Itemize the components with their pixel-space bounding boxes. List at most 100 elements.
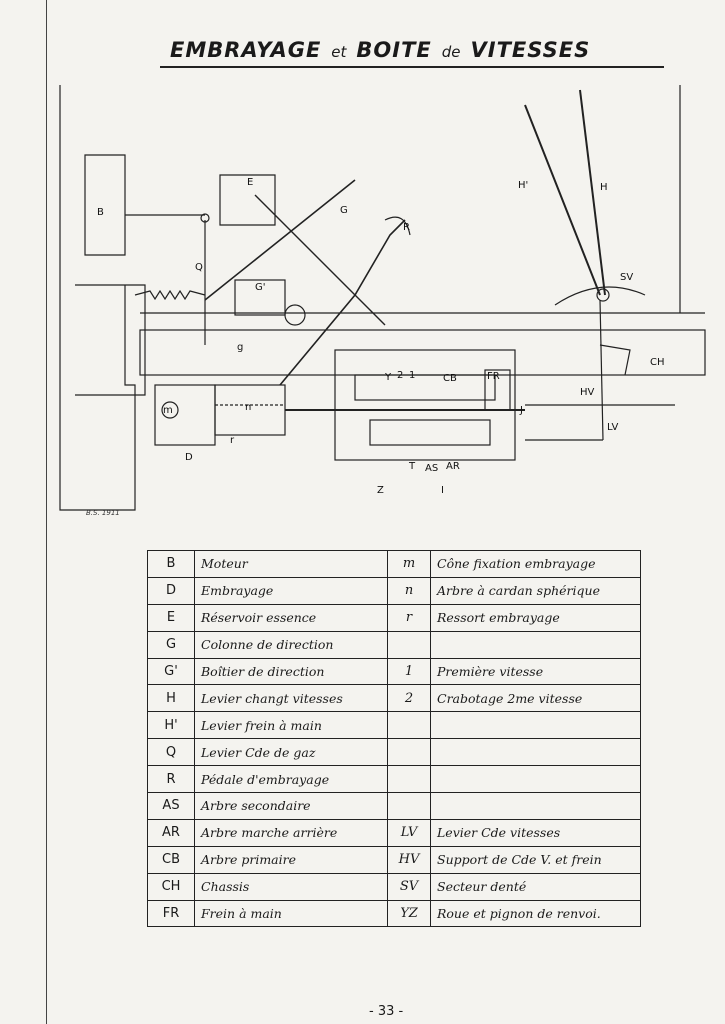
- legend-code2-cell: [387, 765, 431, 794]
- page-number: - 33 -: [369, 1004, 404, 1019]
- label-HV: HV: [580, 387, 595, 398]
- label-AS: AS: [425, 463, 438, 474]
- legend-desc-cell: Levier frein à main: [194, 711, 388, 740]
- legend-code-cell: AR: [147, 818, 195, 847]
- technical-drawing: B E G Q G' g R H' H SV CH HV LV J m n r …: [59, 85, 706, 511]
- label-2: 2: [397, 370, 403, 381]
- fuel-tank-bracket: [219, 174, 276, 226]
- legend-code-cell: E: [147, 603, 195, 632]
- label-T: T: [408, 461, 416, 472]
- legend-code-cell: FR: [147, 899, 195, 928]
- lever-support-HV: [599, 344, 631, 376]
- title-word-vitesses: VITESSES: [470, 38, 591, 62]
- legend-code2-cell: YZ: [387, 899, 431, 928]
- legend-code2-cell: [387, 630, 431, 659]
- legend-code2-cell: m: [387, 550, 431, 578]
- label-m: m: [163, 405, 173, 416]
- label-LV: LV: [607, 422, 618, 433]
- legend-desc-cell: Arbre primaire: [194, 845, 388, 874]
- legend-code-cell: G': [147, 657, 195, 686]
- label-I: I: [441, 485, 444, 496]
- legend-desc-cell: Moteur: [194, 550, 388, 578]
- draftsman-signature: B.S. 1911: [86, 509, 120, 517]
- page-margin-line: [46, 0, 47, 1024]
- label-D: D: [185, 452, 193, 463]
- label-Q: Q: [195, 262, 203, 273]
- legend-desc2-cell: Cône fixation embrayage: [430, 550, 641, 578]
- legend-desc-cell: Colonne de direction: [194, 630, 388, 659]
- legend-desc-cell: Frein à main: [194, 899, 388, 928]
- legend-code2-cell: [387, 711, 431, 740]
- steering-box: [234, 279, 286, 316]
- legend-desc2-cell: Support de Cde V. et frein: [430, 845, 641, 874]
- legend-desc2-cell: [430, 765, 641, 794]
- legend-desc2-cell: Ressort embrayage: [430, 603, 641, 632]
- legend-code-cell: R: [147, 765, 195, 794]
- legend-desc-cell: Boîtier de direction: [194, 657, 388, 686]
- label-FR: FR: [487, 371, 500, 382]
- legend-code-cell: B: [147, 550, 195, 578]
- label-Y: Y: [384, 372, 392, 383]
- label-n: n: [245, 402, 251, 413]
- legend-code2-cell: r: [387, 603, 431, 632]
- primary-gear-train: [354, 374, 496, 401]
- legend-desc-cell: Réservoir essence: [194, 603, 388, 632]
- engine-block-shape: [84, 154, 126, 256]
- legend-desc2-cell: [430, 792, 641, 820]
- legend-code2-cell: 1: [387, 657, 431, 686]
- legend-code2-cell: LV: [387, 818, 431, 847]
- clutch-cone-m: [161, 401, 179, 419]
- label-SV: SV: [620, 272, 633, 283]
- legend-code-cell: Q: [147, 738, 195, 767]
- legend-desc-cell: Pédale d'embrayage: [194, 765, 388, 794]
- lever-pivot: [596, 288, 610, 302]
- engine-outline: [59, 85, 136, 511]
- legend-desc-cell: Chassis: [194, 872, 388, 901]
- legend-desc-cell: Levier Cde de gaz: [194, 738, 388, 767]
- throttle-pivot: [200, 213, 210, 223]
- legend-code2-cell: [387, 792, 431, 820]
- label-Z: Z: [377, 485, 384, 496]
- title-underline: [160, 66, 664, 68]
- label-r: r: [230, 435, 235, 446]
- legend-code2-cell: [387, 738, 431, 767]
- throttle-spring: [134, 289, 206, 301]
- legend-code-cell: H: [147, 684, 195, 713]
- gearbox-casing: [334, 349, 516, 461]
- legend-code2-cell: 2: [387, 684, 431, 713]
- label-J: J: [519, 405, 523, 416]
- legend-desc2-cell: Secteur denté: [430, 872, 641, 901]
- legend-desc-cell: Levier changt vitesses: [194, 684, 388, 713]
- label-G: G: [340, 205, 348, 216]
- label-H-prime: H': [518, 180, 528, 191]
- gear-control-lever-LV: [599, 299, 604, 441]
- legend-code-cell: H': [147, 711, 195, 740]
- legend-code-cell: G: [147, 630, 195, 659]
- hand-brake-lever: [524, 104, 601, 296]
- steering-column: [204, 179, 356, 301]
- legend-code-cell: CB: [147, 845, 195, 874]
- title-connector-et: et: [331, 43, 347, 61]
- legend-desc2-cell: Arbre à cardan sphérique: [430, 576, 641, 605]
- legend-code-cell: CH: [147, 872, 195, 901]
- label-AR: AR: [446, 461, 460, 472]
- legend-desc-cell: Arbre marche arrière: [194, 818, 388, 847]
- label-R: R: [403, 222, 410, 233]
- legend-desc2-cell: [430, 738, 641, 767]
- label-g: g: [237, 342, 243, 353]
- secondary-gear-train: [369, 419, 491, 446]
- title-connector-de: de: [441, 43, 461, 61]
- legend-code-cell: AS: [147, 792, 195, 820]
- label-CB: CB: [443, 373, 457, 384]
